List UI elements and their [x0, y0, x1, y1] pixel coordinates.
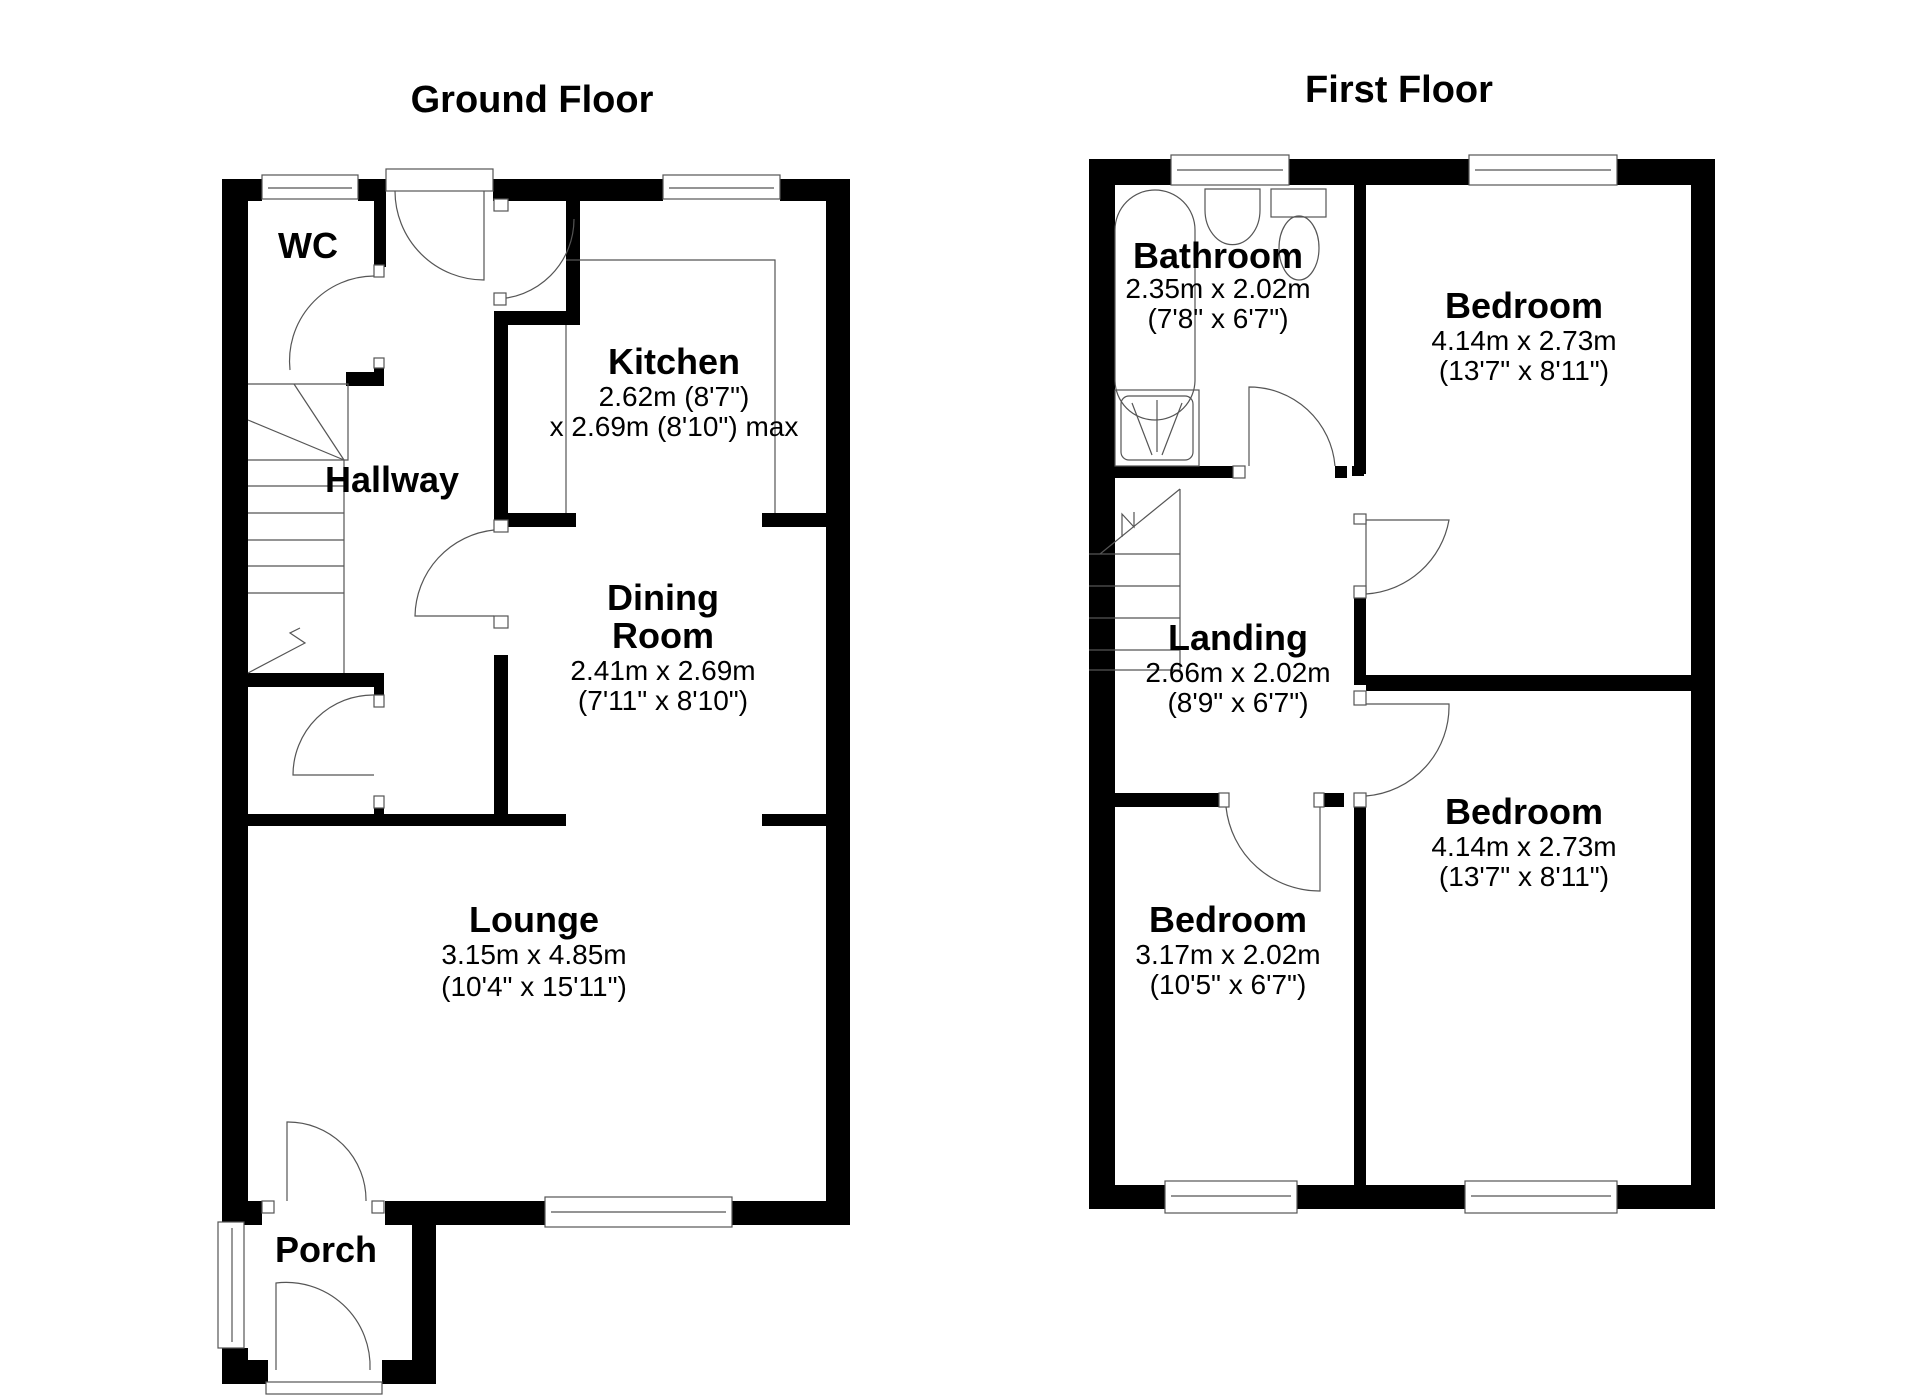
first-floor-title: First Floor [1305, 69, 1493, 111]
bathroom-fixtures [1114, 188, 1327, 467]
bedroom-rear-dimensions-imperial: (13'7" x 8'11") [1439, 861, 1609, 892]
sink-icon [1204, 188, 1261, 246]
bathroom-dimensions-metric: 2.35m x 2.02m [1125, 273, 1310, 304]
toilet-cistern-icon [1270, 188, 1327, 218]
dining-dimensions-metric: 2.41m x 2.69m [570, 655, 755, 686]
room-label-lounge: Lounge [469, 899, 599, 940]
ground-floor-title: Ground Floor [411, 79, 654, 121]
bedroom-front-dimensions-imperial: (13'7" x 8'11") [1439, 355, 1609, 386]
room-label-dining-line2: Room [612, 615, 714, 656]
lounge-dimensions-imperial: (10'4" x 15'11") [441, 971, 627, 1002]
room-label-dining-line1: Dining [607, 577, 719, 618]
landing-dimensions-metric: 2.66m x 2.02m [1145, 657, 1330, 688]
room-label-kitchen: Kitchen [608, 341, 740, 382]
bedroom-small-dimensions-imperial: (10'5" x 6'7") [1150, 969, 1307, 1000]
first-floor-plan: First Floor [1089, 69, 1715, 1214]
ground-floor-walls [222, 179, 850, 1384]
room-label-bathroom: Bathroom [1133, 235, 1303, 276]
ground-floor-plan: Ground Floor [217, 79, 850, 1395]
dining-dimensions-imperial: (7'11" x 8'10") [578, 685, 748, 716]
first-floor-windows [1164, 154, 1618, 1214]
ground-floor-windows [217, 174, 781, 1395]
lounge-dimensions-metric: 3.15m x 4.85m [441, 939, 626, 970]
kitchen-dimensions-line2: x 2.69m (8'10") max [550, 411, 799, 442]
shower-tray-icon [1114, 389, 1200, 467]
ground-floor-doors [261, 168, 776, 1371]
room-label-bedroom-small: Bedroom [1149, 899, 1307, 940]
kitchen-dimensions-line1: 2.62m (8'7") [599, 381, 750, 412]
room-label-bedroom-rear: Bedroom [1445, 791, 1603, 832]
bathroom-dimensions-imperial: (7'8" x 6'7") [1147, 303, 1288, 334]
bedroom-front-dimensions-metric: 4.14m x 2.73m [1431, 325, 1616, 356]
first-floor-walls [1089, 159, 1715, 1209]
bedroom-small-dimensions-metric: 3.17m x 2.02m [1135, 939, 1320, 970]
room-label-hallway: Hallway [325, 459, 459, 500]
room-label-wc: WC [278, 225, 338, 266]
room-label-porch: Porch [275, 1229, 377, 1270]
ground-floor-stairs [247, 383, 349, 674]
first-floor-stairs [1089, 488, 1181, 671]
room-label-landing: Landing [1168, 617, 1308, 658]
first-floor-doors [1218, 386, 1450, 892]
bedroom-rear-dimensions-metric: 4.14m x 2.73m [1431, 831, 1616, 862]
toilet-bowl-icon [1278, 215, 1320, 281]
bath-icon [1114, 189, 1196, 421]
landing-dimensions-imperial: (8'9" x 6'7") [1167, 687, 1308, 718]
room-label-bedroom-front: Bedroom [1445, 285, 1603, 326]
